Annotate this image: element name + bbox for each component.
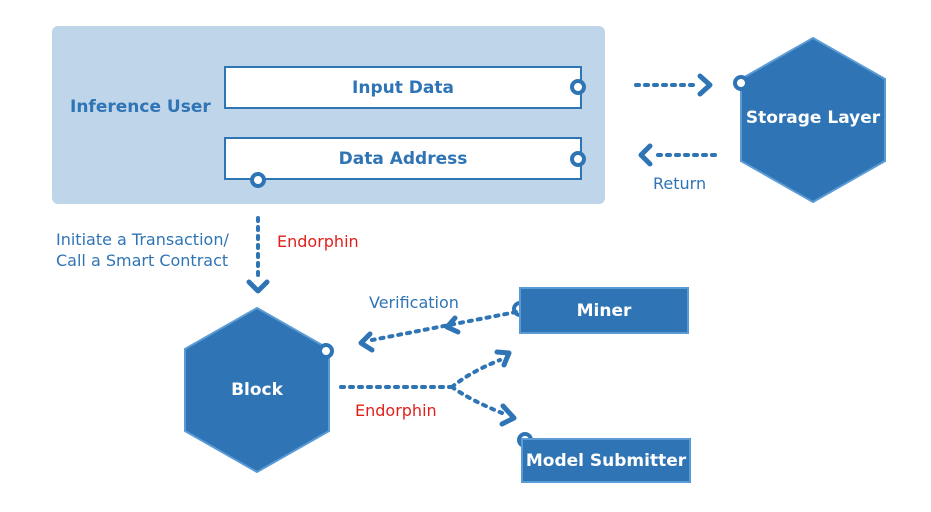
storage-layer-label: Storage Layer: [745, 108, 881, 128]
data-address-port-right: [570, 151, 586, 167]
initiate-label-line2: Call a Smart Contract: [56, 251, 229, 270]
fork-to-submitter-head: [499, 403, 517, 427]
input-data-port: [570, 79, 586, 95]
fork-to-miner: [450, 358, 502, 389]
inference-user-label: Inference User: [70, 97, 211, 117]
arrow-verification: [370, 310, 518, 342]
storage-layer-port: [733, 75, 749, 91]
data-address-port-bottom: [250, 172, 266, 188]
miner-box[interactable]: Miner: [519, 287, 689, 334]
arrow-verification-mid: [444, 315, 461, 335]
miner-label: Miner: [576, 300, 632, 321]
arrow-to-storage-head: [697, 73, 713, 97]
block-label: Block: [231, 380, 283, 400]
arrow-return-head: [638, 143, 653, 167]
initiate-label-line1: Initiate a Transaction/: [56, 230, 229, 249]
fork-to-submitter: [450, 385, 504, 415]
arrow-to-block-head: [246, 279, 270, 294]
model-submitter-label: Model Submitter: [525, 450, 687, 471]
data-address-box[interactable]: Data Address: [224, 137, 582, 180]
data-address-label: Data Address: [338, 148, 468, 169]
input-data-box[interactable]: Input Data: [224, 66, 582, 109]
block-port: [318, 343, 334, 359]
endorphin-label-top: Endorphin: [277, 232, 359, 251]
return-label: Return: [653, 174, 707, 193]
model-submitter-box[interactable]: Model Submitter: [521, 438, 691, 483]
verification-label: Verification: [369, 293, 459, 312]
input-data-label: Input Data: [352, 77, 454, 98]
arrow-verification-head: [358, 331, 375, 353]
endorphin-label-bottom: Endorphin: [355, 401, 437, 420]
fork-to-miner-head: [494, 349, 512, 368]
